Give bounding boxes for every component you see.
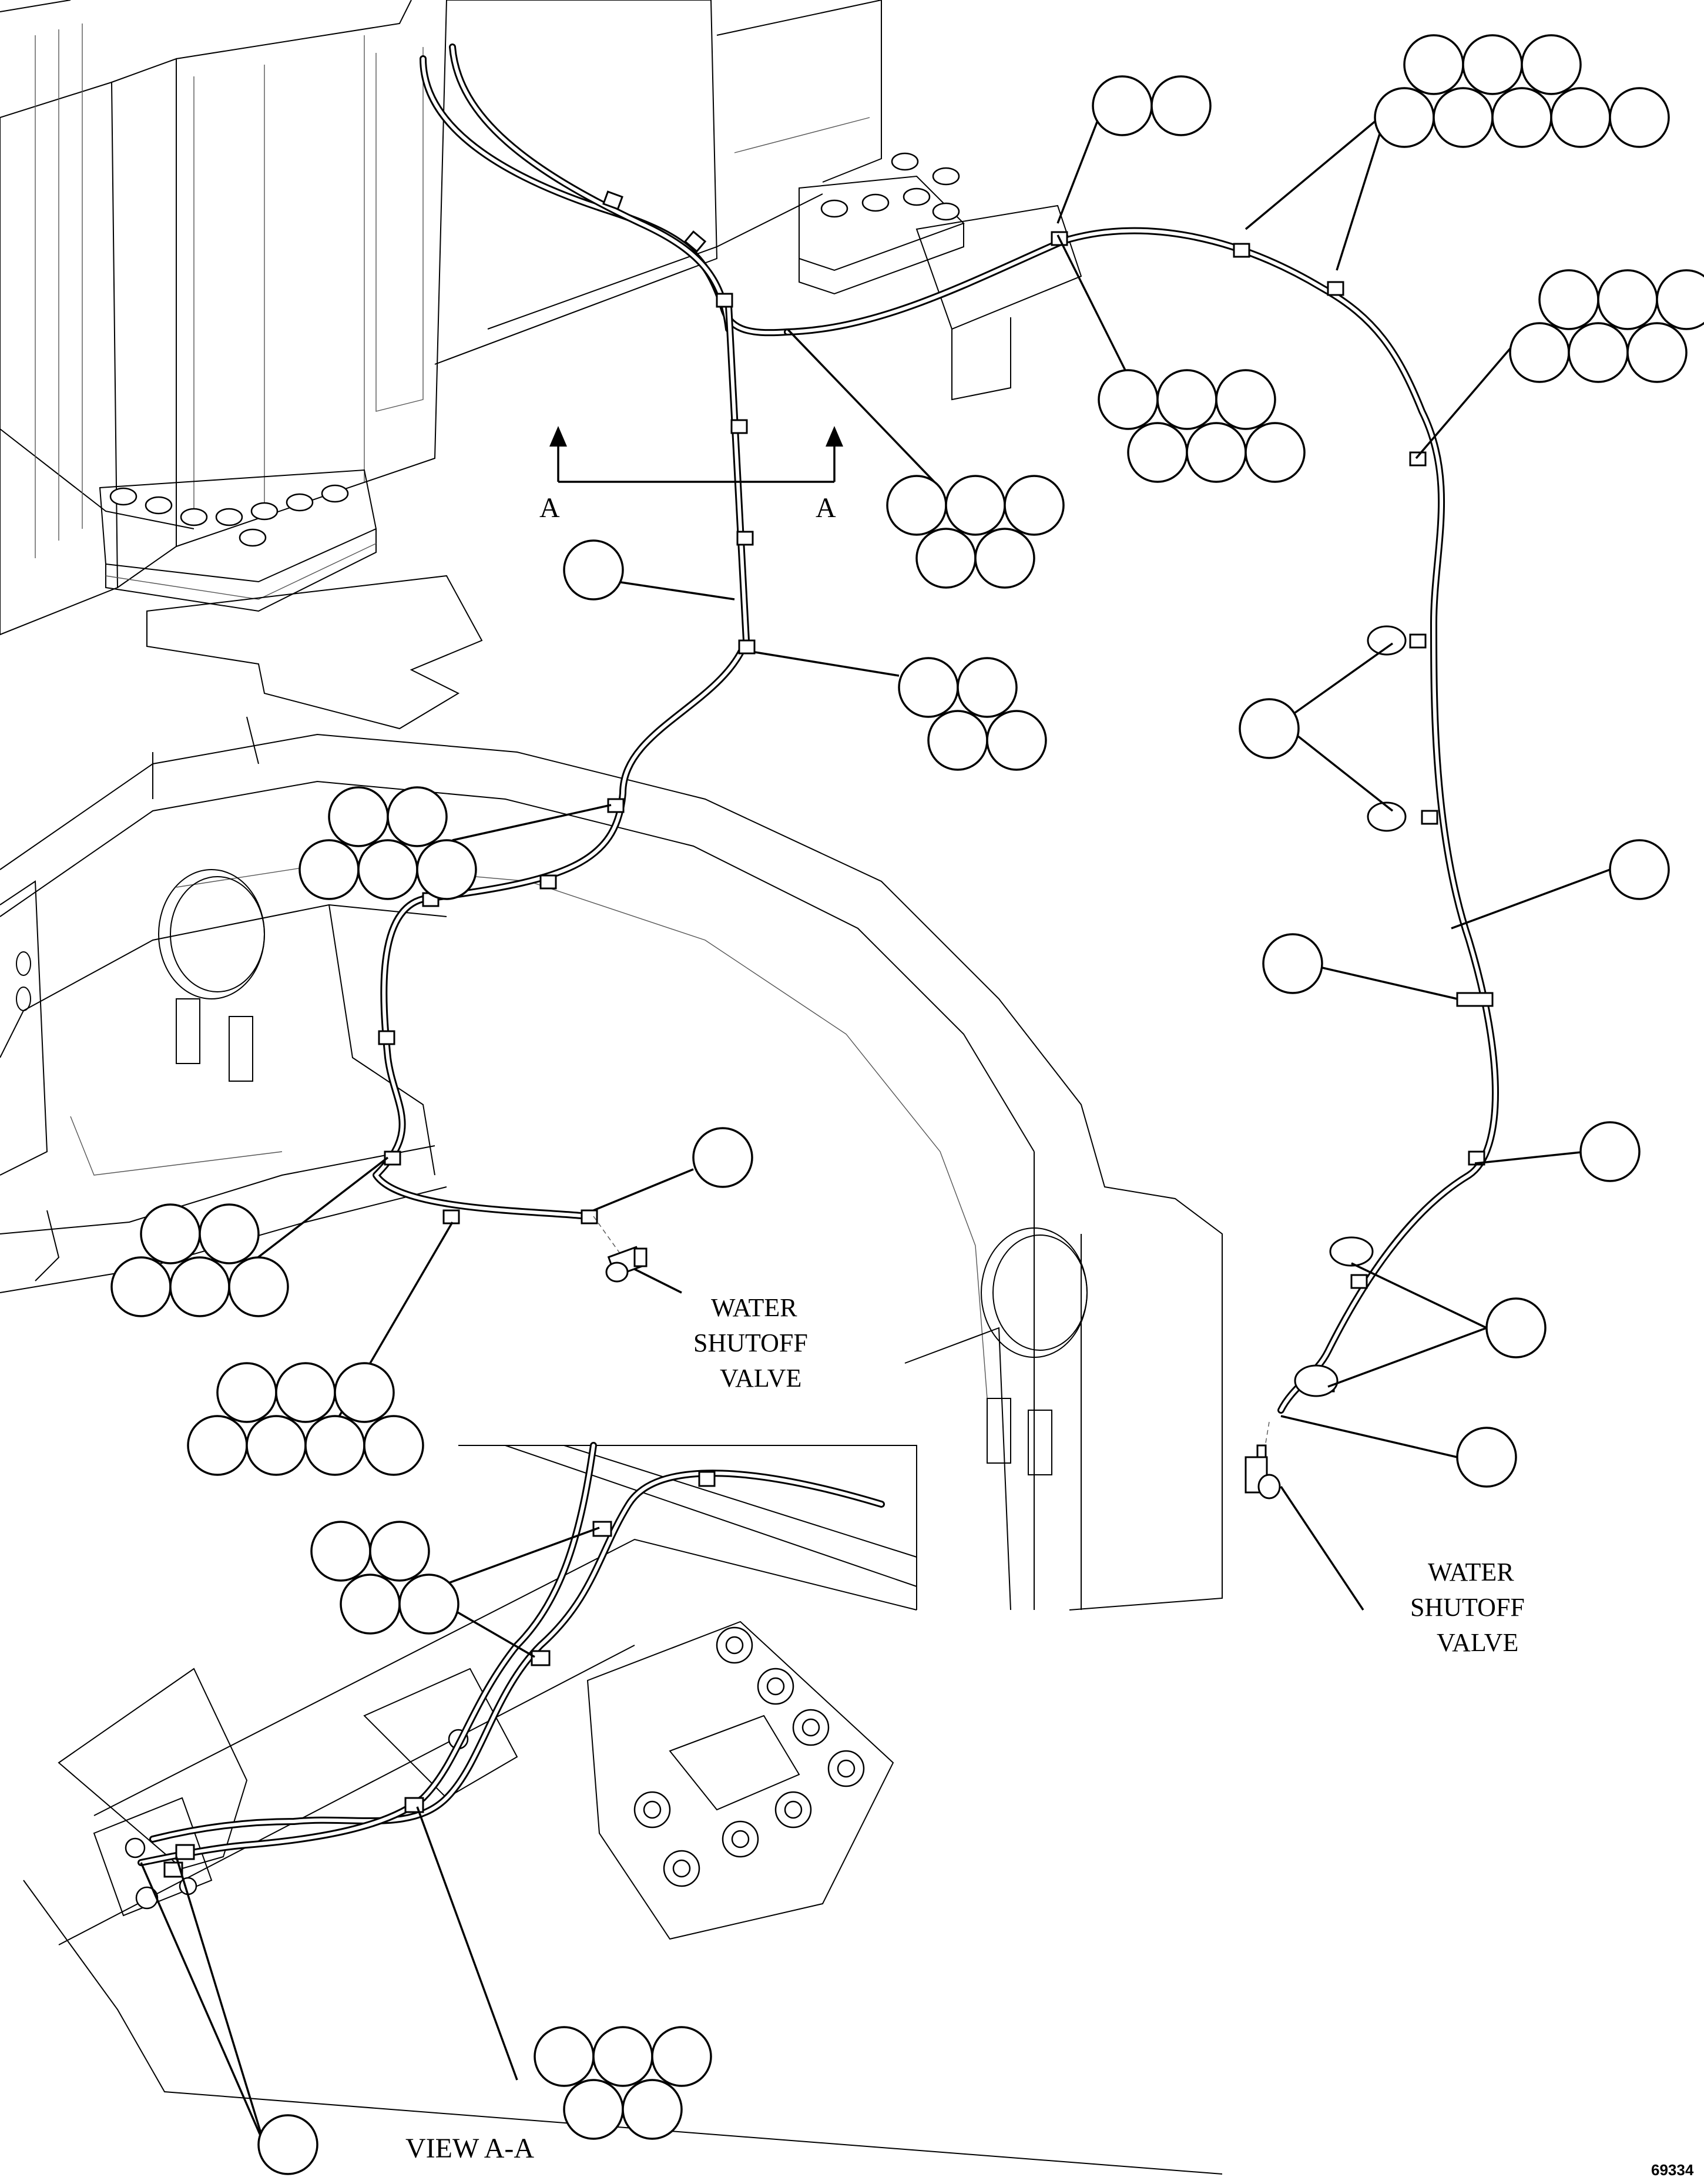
callout-group-left-single-valve bbox=[692, 1127, 753, 1188]
callout-group-right-7 bbox=[1509, 269, 1704, 383]
figure-number: 69334 bbox=[1651, 2161, 1694, 2179]
callout-group-right-single-clamps bbox=[1485, 1297, 1547, 1358]
callout-group-left-5 bbox=[298, 786, 477, 900]
water-shutoff-valve-label-left: WATER SHUTOFF VALVE bbox=[693, 1293, 808, 1393]
section-label-a-right: A bbox=[816, 492, 836, 524]
water-shutoff-valve-left-part bbox=[593, 1216, 648, 1283]
callout-group-right-single-clips bbox=[1239, 698, 1300, 759]
callout-group-view-single bbox=[257, 2114, 318, 2175]
callout-group-view-4 bbox=[310, 1521, 459, 1635]
water-shutoff-valve-right-part bbox=[1245, 1421, 1281, 1499]
hose-clamps bbox=[378, 190, 1494, 1397]
water-valve-right-line-2: SHUTOFF bbox=[1410, 1593, 1525, 1622]
water-valve-left-line-1: WATER bbox=[711, 1293, 797, 1322]
water-valve-left-line-2: SHUTOFF bbox=[693, 1328, 808, 1357]
callout-group-left-8 bbox=[187, 1362, 424, 1476]
water-shutoff-valve-label-right: WATER SHUTOFF VALVE bbox=[1410, 1558, 1525, 1657]
callout-group-center-5 bbox=[886, 475, 1065, 589]
callout-group-top-center-2 bbox=[1092, 75, 1212, 136]
callout-group-center-6 bbox=[1098, 369, 1306, 483]
callout-group-single-hose bbox=[563, 539, 624, 600]
callout-group-left-7 bbox=[110, 1203, 289, 1317]
water-hose-left-assembly bbox=[373, 43, 1067, 1220]
view-a-a-bolts bbox=[125, 1626, 865, 1910]
water-valve-right-line-1: WATER bbox=[1428, 1558, 1514, 1586]
leader-lines bbox=[140, 110, 1611, 2145]
callout-group-view-5 bbox=[534, 2026, 712, 2140]
callout-group-right-single-hose bbox=[1609, 839, 1670, 900]
section-cut-marker bbox=[549, 426, 843, 483]
view-a-a-structure bbox=[23, 1445, 1223, 2175]
arched-frame-structure bbox=[0, 716, 1223, 1611]
mount-bolts-left bbox=[109, 484, 349, 547]
water-hose-right-assembly bbox=[1060, 227, 1499, 1414]
water-valve-right-line-3: VALVE bbox=[1437, 1628, 1518, 1657]
view-a-a-hoses bbox=[137, 1442, 885, 1878]
mount-bolts-right bbox=[820, 152, 960, 221]
callout-group-right-single-clamp bbox=[1262, 933, 1323, 994]
callout-group-top-right-8 bbox=[1374, 34, 1670, 148]
view-title: VIEW A-A bbox=[405, 2133, 534, 2164]
callout-group-right-single-fitting bbox=[1456, 1427, 1517, 1488]
callout-group-right-single-lower bbox=[1579, 1121, 1641, 1182]
water-valve-left-line-3: VALVE bbox=[720, 1364, 801, 1393]
callout-group-center-4 bbox=[898, 657, 1047, 771]
section-label-a-left: A bbox=[539, 492, 560, 524]
upper-frame-structure bbox=[0, 0, 1082, 730]
